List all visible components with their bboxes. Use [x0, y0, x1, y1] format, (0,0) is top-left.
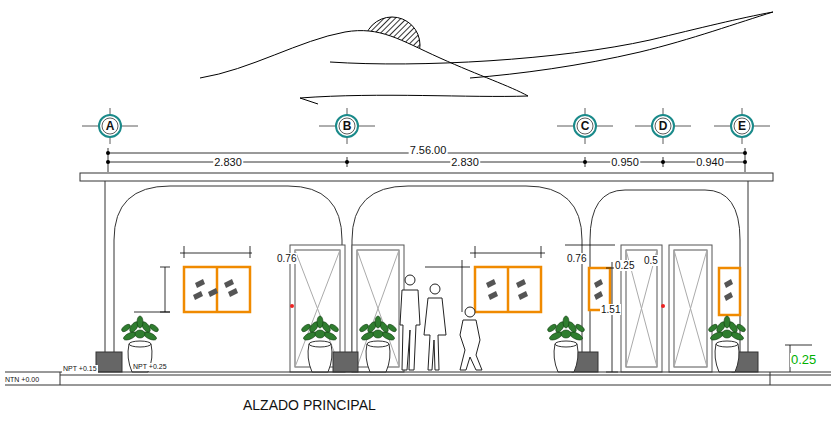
dimension: 2.830 — [213, 156, 243, 168]
dimension: 0.76 — [566, 253, 587, 264]
axis-marker: C — [573, 114, 597, 138]
axis-marker: E — [730, 114, 754, 138]
level-mark: NPT +0.25 — [132, 363, 168, 371]
level-mark: NTN +0.00 — [4, 376, 40, 384]
axis-letter: E — [730, 114, 754, 133]
dimension: 0.940 — [695, 156, 725, 168]
axis-letter: D — [651, 114, 675, 133]
axis-letter: B — [335, 114, 359, 133]
level-dimension: 0.25 — [790, 353, 817, 367]
dimension: 0.5 — [643, 255, 659, 266]
axis-marker: B — [335, 114, 359, 138]
axis-letter: C — [573, 114, 597, 133]
dimension: 7.56.00 — [409, 144, 448, 156]
dimension: 0.76 — [276, 253, 297, 264]
dimension: 0.950 — [610, 156, 640, 168]
dimension: 2.830 — [450, 156, 480, 168]
dimension: 1.51 — [600, 304, 621, 315]
axis-marker: D — [651, 114, 675, 138]
level-mark: NPT +0.15 — [62, 365, 98, 373]
axis-marker: A — [98, 114, 122, 138]
dimension: 0.25 — [614, 260, 635, 271]
drawing-caption: ALZADO PRINCIPAL — [243, 398, 376, 413]
axis-letter: A — [98, 114, 122, 133]
